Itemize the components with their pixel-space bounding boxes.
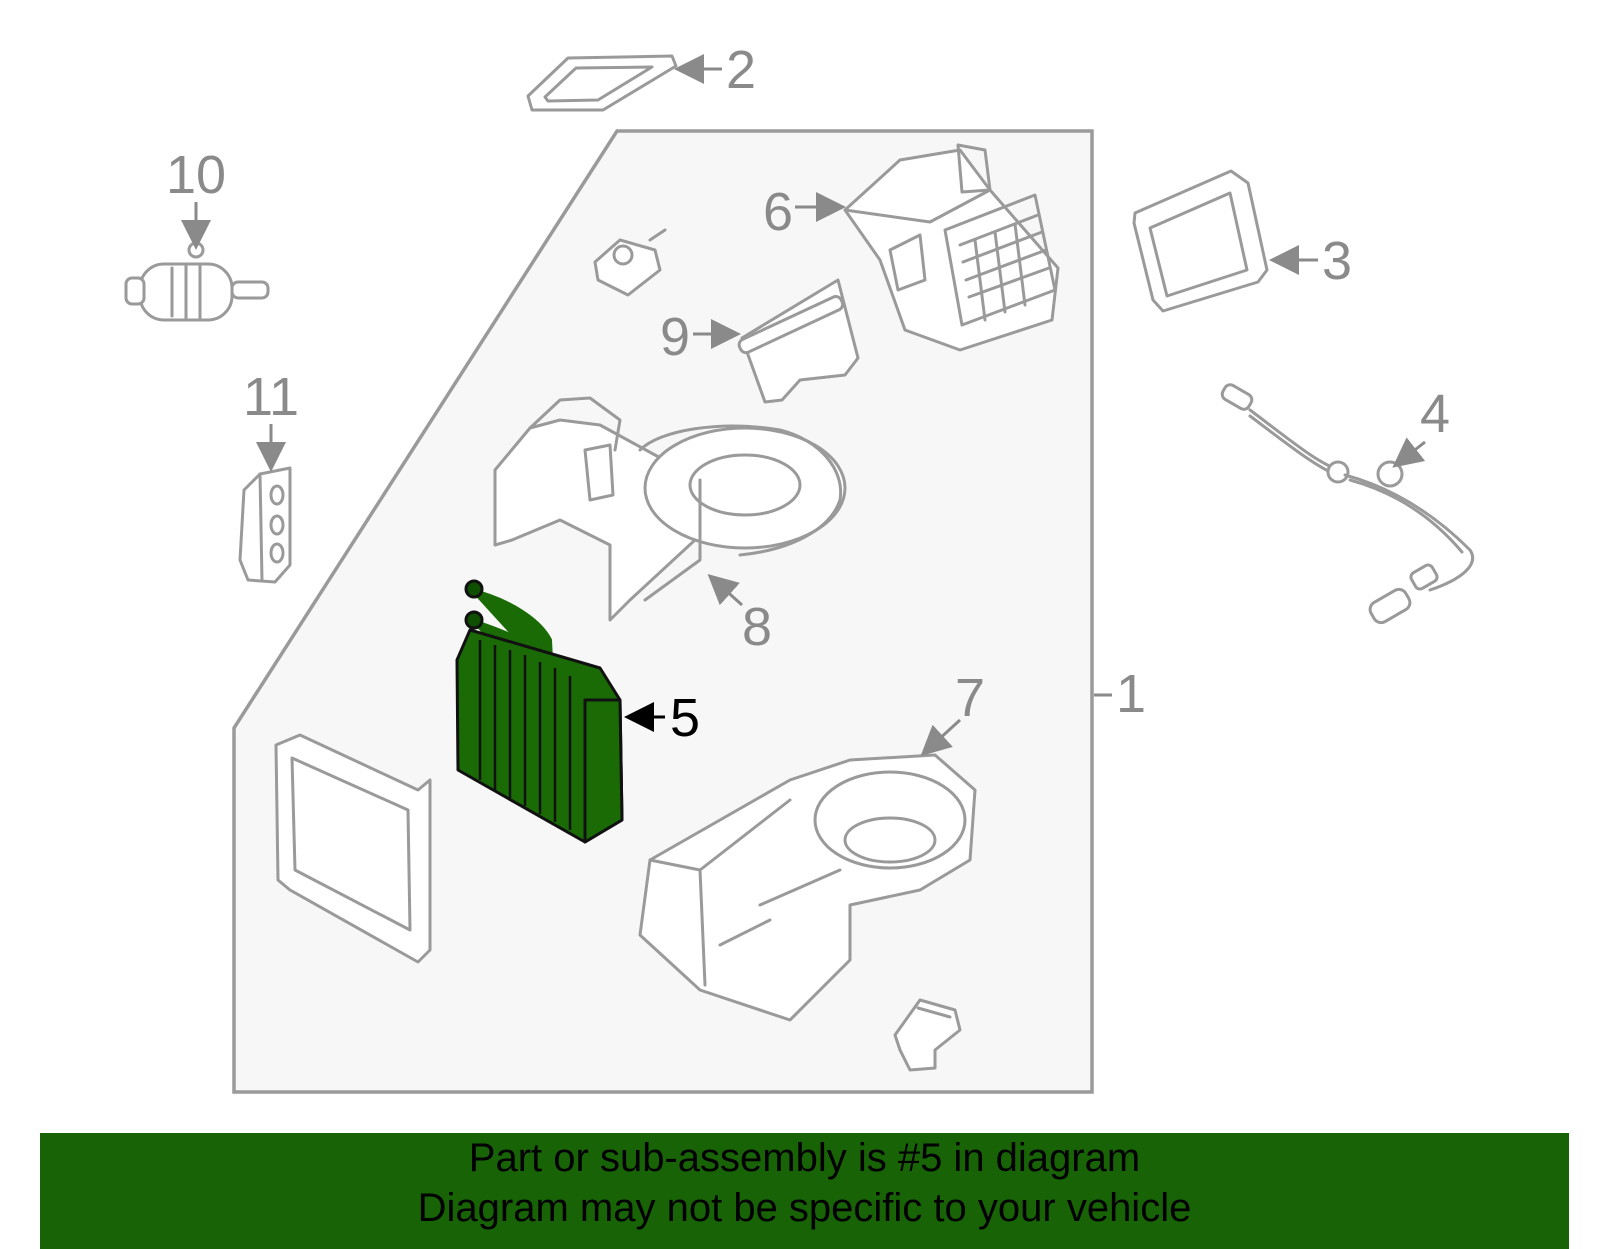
part-5-evaporator-core[interactable] (455, 579, 624, 844)
banner-line-1: Part or sub-assembly is #5 in diagram (468, 1136, 1141, 1180)
part-4-sensor-harness[interactable] (1220, 383, 1474, 626)
callout-8-leader (707, 573, 744, 607)
part-6-housing[interactable] (843, 143, 1060, 352)
info-banner: Part or sub-assembly is #5 in diagram Di… (40, 1133, 1569, 1249)
callout-5: 5 (670, 688, 700, 748)
part-3-filter-frame[interactable] (1132, 169, 1269, 313)
part-8-upper-case[interactable] (493, 396, 847, 622)
part-2-seal[interactable] (526, 54, 678, 112)
clip-small[interactable] (893, 998, 962, 1072)
callout-6: 6 (763, 182, 793, 242)
callout-7: 7 (955, 668, 985, 728)
callout-1: 1 (1116, 664, 1146, 724)
callout-4-leader (1392, 437, 1426, 468)
seal-frame[interactable] (274, 733, 432, 964)
callout-8: 8 (742, 597, 772, 657)
callout-11: 11 (243, 367, 299, 427)
callout-4: 4 (1420, 384, 1450, 444)
callout-2: 2 (726, 40, 756, 100)
callout-9: 9 (660, 307, 690, 367)
part-11-switch[interactable] (238, 466, 292, 584)
part-7-lower-case[interactable] (638, 753, 977, 1022)
callout-3: 3 (1322, 231, 1352, 291)
actuator-small[interactable] (593, 228, 667, 297)
callout-7-leader (920, 718, 962, 757)
part-10-pump[interactable] (124, 241, 270, 322)
callout-10: 10 (166, 145, 226, 205)
banner-line-2: Diagram may not be specific to your vehi… (417, 1186, 1192, 1230)
